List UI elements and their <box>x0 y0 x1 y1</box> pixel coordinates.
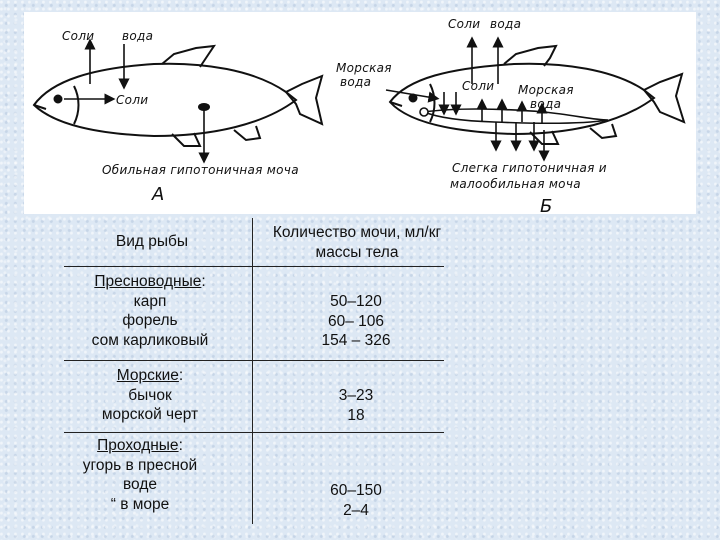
value-eel-fresh: 60–150 <box>330 482 382 499</box>
group-title-marine: Морские: <box>116 367 184 384</box>
species-goby: бычок <box>128 386 172 404</box>
header-urine-line-1: Количество мочи, мл/кг <box>272 224 442 241</box>
value-anglerfish: 18 <box>347 406 365 424</box>
row-marine-values: 3–23 18 <box>256 386 456 425</box>
fish-a-eye <box>53 94 63 104</box>
fish-a-salts-top-label: Соли <box>62 29 94 43</box>
marine-fish <box>388 44 686 145</box>
fish-b-seawater-out-label-2: вода <box>340 75 371 89</box>
value-catfish: 154 – 326 <box>321 332 391 349</box>
group-title-anadromous: Проходные: <box>97 437 183 454</box>
fish-a-salts-inner-label: Соли <box>116 93 148 107</box>
fish-b-mouth <box>389 101 403 107</box>
fish-b-anterior-point <box>419 107 429 117</box>
header-species: Вид рыбы <box>115 233 189 250</box>
species-catfish: сом карликовый <box>91 331 209 349</box>
fish-b-seawater-in-label-2: вода <box>530 97 561 111</box>
fish-b-seawater-out-label-1: Морская <box>336 61 392 75</box>
fish-b-body <box>388 62 656 136</box>
fish-b-water-top-label: вода <box>490 17 521 31</box>
fish-b-letter: Б <box>540 196 553 214</box>
fish-b-seawater-in-label-1: Морская <box>518 83 574 97</box>
header-urine-amount: Количество мочи, мл/кг массы тела <box>252 223 462 262</box>
fish-b-anal-fin <box>589 123 618 140</box>
fish-diagram-svg: Соли вода Соли Обильная гипотоничная моч… <box>32 17 686 214</box>
fish-a-letter: А <box>151 184 165 205</box>
table-row-divider-2 <box>64 432 444 433</box>
fish-b-caption-2: малообильная моча <box>450 177 581 191</box>
fish-osmoregulation-figure: Соли вода Соли Обильная гипотоничная моч… <box>24 12 696 214</box>
row-anadromous-values: 60–150 2–4 <box>256 481 456 520</box>
fish-b-caption-1: Слегка гипотоничная и <box>452 161 607 175</box>
fish-b-gill <box>429 83 436 123</box>
table-row-divider-1 <box>64 360 444 361</box>
freshwater-fish <box>32 44 324 147</box>
species-eel-fresh-2: воде <box>122 476 157 493</box>
fish-a-tail <box>284 74 324 126</box>
fish-b-salts-top-label: Соли <box>448 17 480 31</box>
fish-b-gut <box>420 108 609 125</box>
value-carp: 50–120 <box>330 293 382 310</box>
fish-a-caption: Обильная гипотоничная моча <box>102 163 299 177</box>
fish-a-water-top-label: вода <box>122 29 153 43</box>
species-carp: карп <box>133 292 167 310</box>
table-header-divider <box>64 266 444 267</box>
fish-a-urogenital-pore <box>198 103 210 111</box>
header-urine-line-2: массы тела <box>315 243 399 261</box>
fish-b-salts-inner-label: Соли <box>462 79 494 93</box>
group-title-freshwater: Пресноводные: <box>94 273 206 290</box>
value-eel-sea: 2–4 <box>343 501 369 519</box>
value-goby: 3–23 <box>338 387 374 404</box>
fish-b-ventral-fin <box>529 130 560 145</box>
row-freshwater-species: Пресноводные: карп форель сом карликовый <box>52 272 248 350</box>
fish-b-dorsal-fin <box>503 44 558 67</box>
fish-b-tail <box>642 72 686 124</box>
species-anglerfish: морской черт <box>101 406 199 423</box>
fish-a-mouth <box>33 104 47 110</box>
row-anadromous-species: Проходные: угорь в пресной воде “ в море <box>40 436 240 514</box>
row-marine-species: Морские: бычок морской черт <box>52 366 248 425</box>
fish-a-dorsal-fin <box>161 44 217 68</box>
species-eel-sea: “ в море <box>110 495 170 513</box>
value-trout: 60– 106 <box>327 312 385 330</box>
table-column-divider <box>252 218 253 524</box>
species-trout: форель <box>122 312 178 329</box>
fish-a-body <box>32 62 298 138</box>
row-freshwater-values: 50–120 60– 106 154 – 326 <box>256 292 456 351</box>
fish-a-anal-fin <box>233 125 262 142</box>
fish-b-seawater-in-arrow <box>385 89 440 103</box>
fish-a-ventral-fin <box>171 132 202 147</box>
fish-a-gill <box>73 85 80 125</box>
species-eel-fresh-1: угорь в пресной <box>82 456 198 474</box>
